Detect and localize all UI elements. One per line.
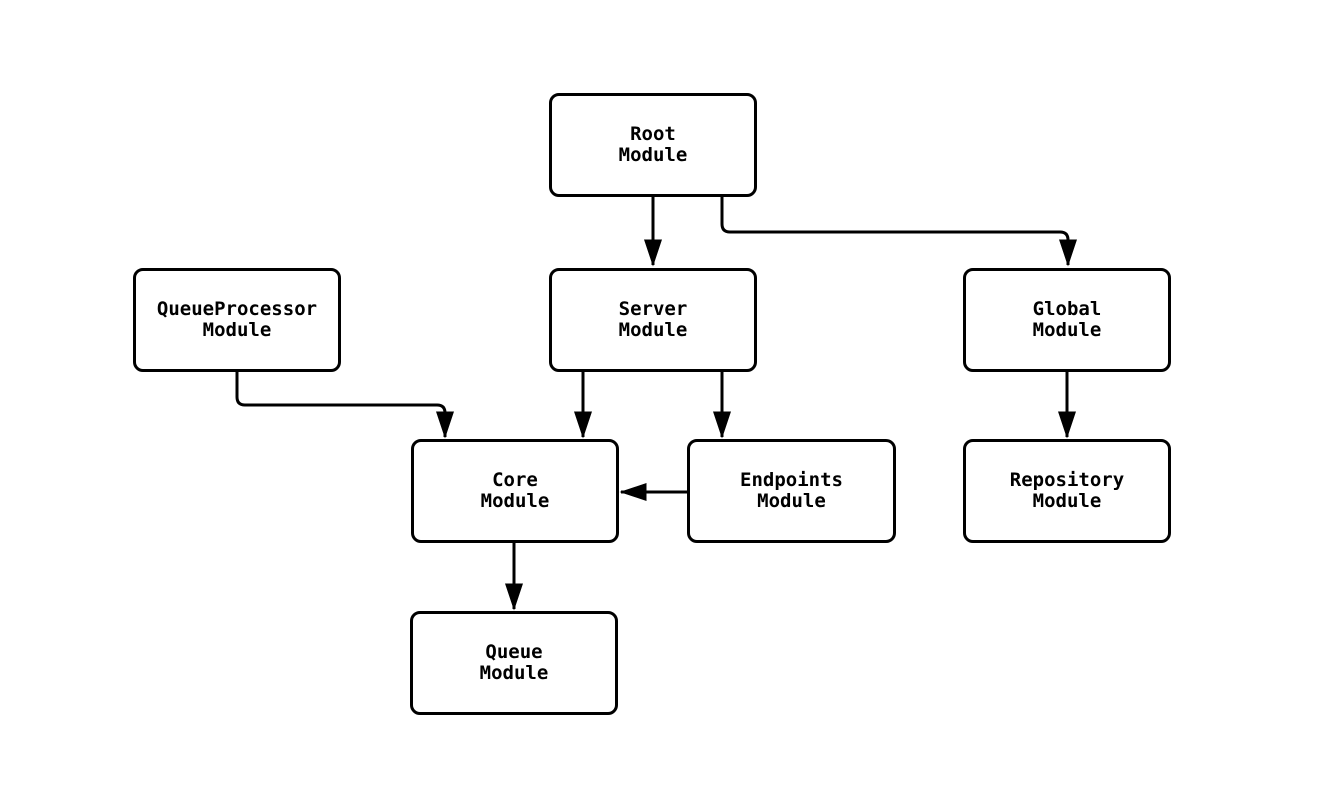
node-root-module: Root Module [549, 93, 757, 197]
node-queue-module: Queue Module [410, 611, 618, 715]
node-global-module: Global Module [963, 268, 1171, 372]
edge-queueprocessor-to-core-arrow [235, 372, 454, 439]
node-endpoints-module-label: Endpoints Module [740, 469, 843, 512]
node-repository-module: Repository Module [963, 439, 1171, 543]
node-server-module: Server Module [549, 268, 757, 372]
node-global-module-label: Global Module [1032, 298, 1102, 341]
node-endpoints-module: Endpoints Module [687, 439, 896, 543]
node-queue-module-label: Queue Module [479, 641, 549, 684]
node-queueprocessor-module: QueueProcessor Module [133, 268, 341, 372]
node-server-module-label: Server Module [618, 298, 688, 341]
node-repository-module-label: Repository Module [1009, 469, 1125, 512]
node-core-module: Core Module [411, 439, 619, 543]
node-root-module-label: Root Module [618, 123, 688, 166]
edge-root-to-global-arrow [720, 197, 1077, 267]
node-queueprocessor-module-label: QueueProcessor Module [156, 298, 318, 341]
node-core-module-label: Core Module [480, 469, 550, 512]
